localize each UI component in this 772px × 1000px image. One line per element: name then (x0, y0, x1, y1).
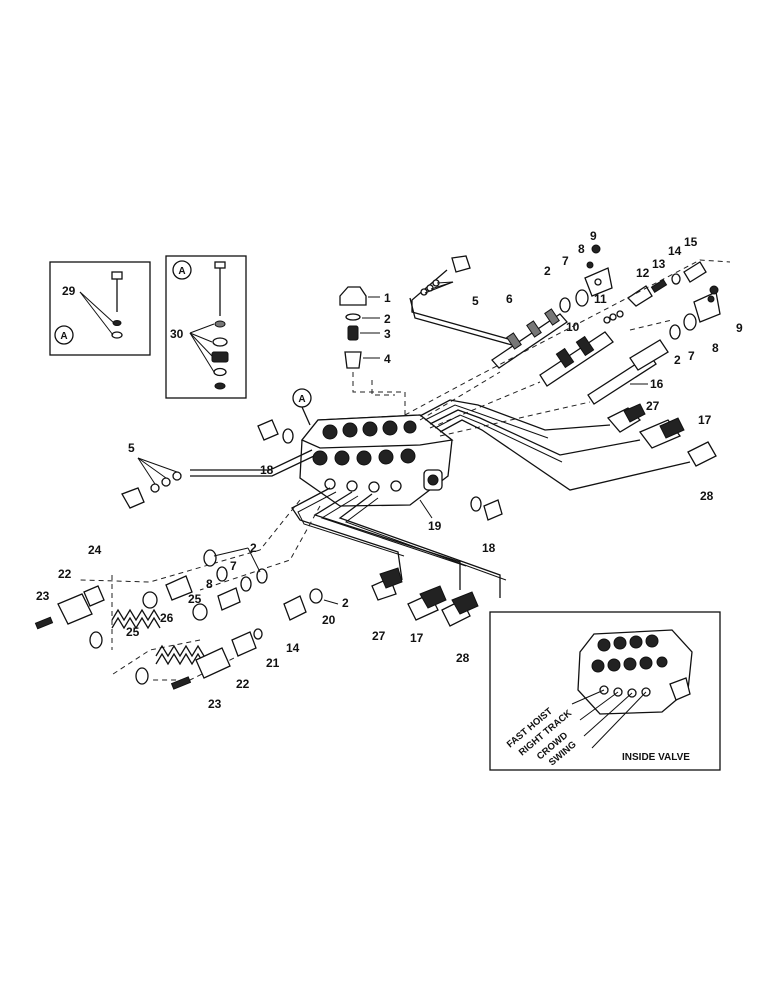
spool-16 (587, 339, 669, 405)
callout-14-tr: 14 (668, 244, 682, 258)
callout-2-b: 2 (250, 541, 257, 555)
callout-3: 3 (384, 327, 391, 341)
valve-body (299, 414, 454, 507)
inset-box-bolt: A 29 (49, 261, 151, 356)
callout-7-r: 7 (688, 349, 695, 363)
callout-18-left: 18 (260, 463, 274, 477)
tube-27-right (419, 399, 611, 431)
callout-7-b: 7 (230, 559, 237, 573)
callout-7-tr: 7 (562, 254, 569, 268)
spool-6 (491, 308, 568, 369)
callout-23-top: 23 (36, 589, 50, 603)
callout-16: 16 (650, 377, 664, 391)
callout-27-b: 27 (372, 629, 386, 643)
callout-6: 6 (506, 292, 513, 306)
fitting-17-bottom (407, 585, 447, 621)
callout-2-20: 2 (342, 596, 349, 610)
callout-22-b: 22 (236, 677, 250, 691)
plug-18-left (257, 419, 294, 444)
callout-11: 11 (594, 292, 607, 306)
callout-2-top: 2 (384, 312, 391, 326)
seal-group-bottom (142, 547, 268, 621)
callout-15: 15 (684, 235, 698, 249)
inset-title: INSIDE VALVE (622, 752, 690, 763)
callout-27-r: 27 (646, 399, 660, 413)
tube-5-top (409, 255, 513, 346)
fitting-27-right (606, 403, 646, 433)
callout-5-top: 5 (472, 294, 479, 308)
spool-10 (539, 331, 614, 387)
fitting-17-right (638, 417, 685, 449)
inset-box-stud: A 30 (165, 255, 247, 399)
callout-23-b: 23 (208, 697, 222, 711)
callout-21: 21 (266, 656, 280, 670)
callout-8-tr: 8 (578, 242, 585, 256)
plug-18-right (470, 496, 503, 521)
callout-26: 26 (160, 611, 174, 625)
callout-29: 29 (62, 284, 76, 298)
tube-27-bottom (291, 487, 403, 581)
callout-22-top: 22 (58, 567, 72, 581)
callout-19: 19 (428, 519, 442, 533)
tube-17-right (429, 409, 641, 456)
fitting-28-bottom (441, 591, 479, 627)
tube-5-left (121, 449, 315, 509)
callout-4: 4 (384, 352, 391, 366)
plug-20 (283, 588, 339, 621)
callout-28-r: 28 (700, 489, 714, 503)
callout-25-b: 25 (126, 625, 140, 639)
seal-group-top (559, 244, 624, 324)
view-marker-a-left: A (60, 331, 67, 342)
callout-9-r: 9 (736, 321, 743, 335)
inside-valve-inset (489, 611, 721, 771)
callout-12: 12 (636, 266, 650, 280)
callout-10: 10 (566, 320, 580, 334)
callout-25-a: 25 (188, 592, 202, 606)
callout-18-right: 18 (482, 541, 496, 555)
fitting-28-right (687, 441, 717, 467)
relief-body-22-top (34, 585, 105, 630)
callout-14-b: 14 (286, 641, 300, 655)
view-marker-a-inset: A (178, 266, 185, 277)
callout-24: 24 (88, 543, 102, 557)
callout-8-r: 8 (712, 341, 719, 355)
callout-28-b: 28 (456, 651, 470, 665)
view-marker-a-body-label: A (298, 394, 305, 405)
callout-8-b: 8 (206, 577, 213, 591)
callout-2-tr: 2 (544, 264, 551, 278)
tube-28-right (439, 419, 691, 491)
plug-stack (339, 286, 380, 369)
callout-20: 20 (322, 613, 336, 627)
relief-group-top (626, 261, 707, 307)
relief-group-bottom (170, 628, 263, 690)
callout-9-tr: 9 (590, 229, 597, 243)
callout-1: 1 (384, 291, 391, 305)
fitting-27-bottom (371, 567, 403, 601)
tube-17-bottom (313, 491, 461, 590)
seal-group-right (669, 285, 721, 340)
springs (89, 608, 205, 685)
callout-2-r: 2 (674, 353, 681, 367)
callout-13: 13 (652, 257, 666, 271)
callout-17-b: 17 (410, 631, 424, 645)
callout-5-left: 5 (128, 441, 135, 455)
tube-28-bottom (338, 493, 501, 598)
callout-30: 30 (170, 327, 184, 341)
callout-17-r: 17 (698, 413, 712, 427)
